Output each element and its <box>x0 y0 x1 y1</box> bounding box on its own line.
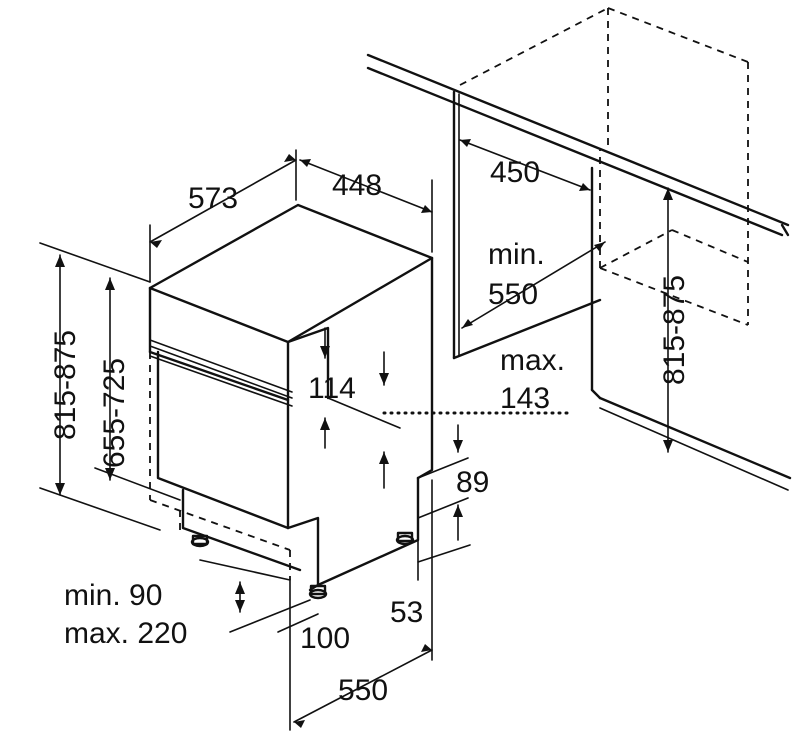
feet <box>181 488 415 600</box>
label-max-143: 143 <box>500 382 550 415</box>
label-plinth-min: min. 90 <box>64 579 162 612</box>
label-plinth-max: max. 220 <box>64 617 187 650</box>
label-right-height-range: 815-875 <box>658 275 691 385</box>
label-53: 53 <box>390 596 423 629</box>
label-niche-min-550: 550 <box>488 278 538 311</box>
label-niche-min: min. <box>488 238 545 271</box>
label-max: max. <box>500 344 565 377</box>
plinth-dashed <box>149 352 291 580</box>
label-100: 100 <box>300 622 350 655</box>
label-left-height-range: 815-875 <box>49 330 82 440</box>
worktop <box>366 53 790 237</box>
arrowheads <box>55 139 673 728</box>
label-114: 114 <box>308 372 356 405</box>
label-550-base: 550 <box>338 674 388 707</box>
dimension-lines <box>39 139 669 731</box>
label-inner-height-range: 655-725 <box>98 358 131 468</box>
dishwasher-body <box>148 203 434 592</box>
label-450: 450 <box>490 156 540 189</box>
niche-wall <box>452 90 792 491</box>
label-448: 448 <box>332 169 382 202</box>
label-89: 89 <box>456 466 489 499</box>
label-573: 573 <box>188 182 238 215</box>
